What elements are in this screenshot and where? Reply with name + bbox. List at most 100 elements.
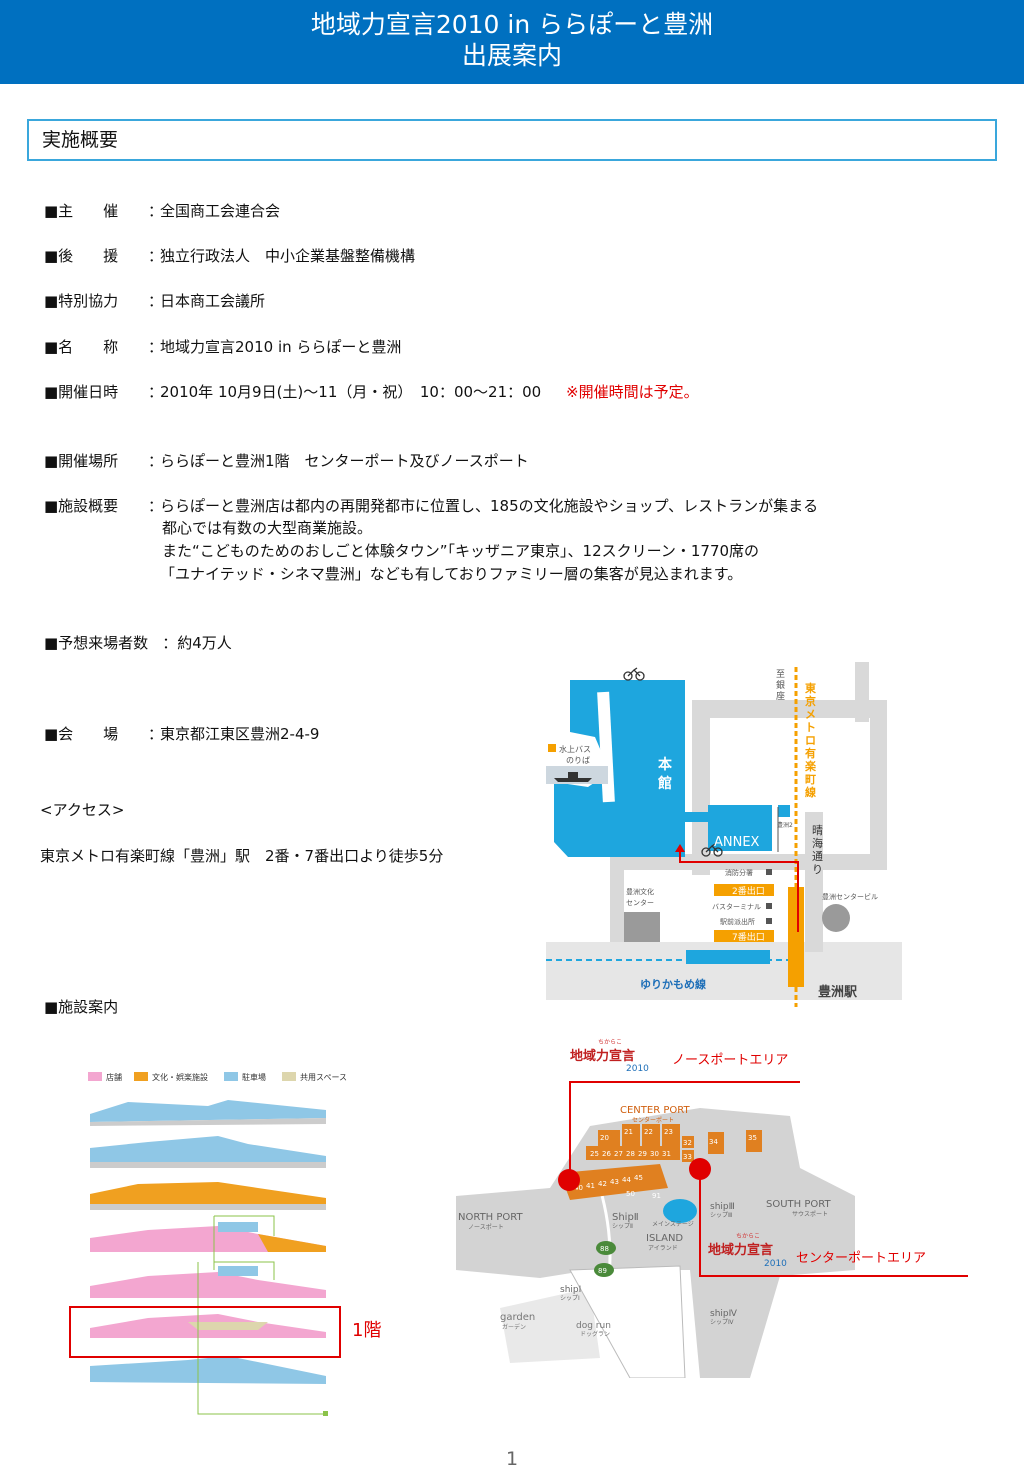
water-bus-icon: [548, 744, 556, 752]
section-title: 実施概要: [27, 119, 997, 161]
island-kana: アイランド: [648, 1245, 678, 1252]
booth-number: 50: [626, 1190, 635, 1198]
logo-year: 2010: [764, 1259, 787, 1269]
garden-area: [500, 1288, 600, 1363]
floor-layer: [90, 1266, 326, 1298]
cooperation-row: ■特別協力：日本商工会議所: [44, 290, 265, 312]
floor-stack-diagram: 店舗 文化・娯楽施設 駐車場 共用スペース: [69, 1072, 347, 1416]
logo-center: ちからこ 地域力宣言 2010: [708, 1233, 787, 1269]
ginza-char: 銀: [776, 679, 785, 691]
metro-char: ト: [805, 721, 816, 734]
police-label: 駅前派出所: [720, 917, 755, 926]
datetime-note: ※開催時間は予定。: [566, 383, 699, 401]
harumi-char: り: [812, 863, 823, 876]
south-port-kana: サウスポート: [792, 1210, 828, 1218]
bicycle-icon: [701, 843, 723, 857]
floor-layer: [90, 1356, 326, 1384]
booth-number: 41: [586, 1182, 595, 1190]
center-area-label: センターポートエリア: [796, 1251, 926, 1266]
datetime-value: 2010年 10月9日(土)～11（月・祝） 10：00～21：00: [160, 383, 542, 401]
page-number: 1: [505, 1448, 519, 1470]
logo-north: ちからこ 地域力宣言 2010: [570, 1039, 649, 1074]
page-header: 地域力宣言2010 in ららぽーと豊洲 出展案内: [0, 0, 1024, 84]
organizer-row: ■主 催：全国商工会連合会: [44, 200, 280, 222]
logo-small: ちからこ: [736, 1233, 760, 1240]
booth-number: 25: [590, 1150, 599, 1158]
booth-number: 30: [650, 1150, 659, 1158]
green-booth: [596, 1241, 616, 1255]
ship4-label: shipⅣ: [710, 1309, 738, 1319]
center-port-marker: [689, 1158, 711, 1180]
metro-char: ロ: [805, 734, 816, 747]
venue-label: ■会 場: [44, 725, 119, 743]
metro-char: 楽: [804, 759, 817, 773]
cooperation-value: 日本商工会議所: [160, 292, 266, 310]
first-floor-label: 1階: [352, 1320, 382, 1341]
place-label: ■開催場所: [44, 452, 119, 470]
access-map: 水上バス のりば 本 館 ANNEX 至 銀 座 東 京 メ ト ロ 有 楽 町…: [540, 662, 902, 1014]
yurikamome-train: [686, 950, 770, 964]
facility-line1: ららぽーと豊洲店は都内の再開発都市に位置し、185の文化施設やショップ、レストラ…: [160, 497, 819, 515]
colon: ：: [148, 247, 164, 265]
main-stage-label: メインステージ: [652, 1221, 694, 1228]
booth-number: 31: [662, 1150, 671, 1158]
floor-map: 20 21 22 23 32 34 35 25 26 27 28 29 30 3…: [456, 1039, 968, 1378]
venue-value: 東京都江東区豊洲2-4-9: [160, 725, 320, 743]
booth-number: 43: [610, 1178, 619, 1186]
center-building: [822, 904, 850, 932]
ship2-label: ShipⅡ: [612, 1212, 639, 1223]
facility-label: ■施設概要: [44, 497, 119, 515]
metro-char: メ: [805, 708, 816, 721]
water-bus-label: 水上バス: [559, 744, 591, 754]
facility-guide-heading: ■施設案内: [44, 998, 119, 1016]
harumi-char: 晴: [812, 824, 823, 837]
floor-layer: [90, 1182, 326, 1210]
north-port-label: NORTH PORT: [458, 1212, 524, 1223]
colon: ：: [148, 725, 164, 743]
booth-number: 21: [624, 1128, 633, 1136]
support-value: 独立行政法人 中小企業基盤整備機構: [160, 247, 416, 265]
metro-char: 東: [805, 681, 817, 695]
access-text: 東京メトロ有楽町線「豊洲」駅 2番・7番出口より徒歩5分: [40, 847, 444, 865]
station-label: 豊洲駅: [818, 984, 858, 1000]
north-port-kana: ノースポート: [468, 1223, 504, 1231]
culture-center-label: 豊洲文化: [626, 887, 654, 896]
logo-main: 地域力宣言: [570, 1048, 635, 1064]
page-subtitle: 出展案内: [461, 41, 562, 70]
facility-row: ■施設概要 ：ららぽーと豊洲店は都内の再開発都市に位置し、185の文化施設やショッ…: [44, 495, 818, 517]
center-port-booths: [560, 1124, 762, 1200]
center-port-kana: センターポート: [632, 1116, 674, 1124]
fire-station-label: 消防分署: [725, 868, 753, 877]
organizer-value: 全国商工会連合会: [160, 202, 281, 220]
booth-number: 29: [638, 1150, 647, 1158]
annex-building: [708, 805, 772, 851]
north-port-marker: [558, 1169, 580, 1191]
booth-number: 28: [626, 1150, 635, 1158]
booth-number: 27: [614, 1150, 623, 1158]
metro-char: 京: [805, 694, 816, 708]
exit2-label: 2番出口: [732, 885, 765, 897]
booth-number: 45: [634, 1174, 643, 1182]
booth-number: 91: [652, 1192, 661, 1200]
datetime-row: ■開催日時：2010年 10月9日(土)～11（月・祝） 10：00～21：00…: [44, 381, 699, 403]
dogrun-kana: ドッグラン: [580, 1330, 610, 1338]
logo-main: 地域力宣言: [708, 1242, 773, 1258]
legend-shop: 店舗: [106, 1072, 122, 1082]
colon: ：: [148, 202, 164, 220]
island-label: ISLAND: [646, 1233, 683, 1244]
main-stage: [663, 1199, 697, 1223]
support-row: ■後 援：独立行政法人 中小企業基盤整備機構: [44, 245, 415, 267]
booth-number: 22: [644, 1128, 653, 1136]
booth-number: 42: [598, 1180, 607, 1188]
center-building-label: 豊洲センタービル: [822, 892, 878, 901]
ship3-kana: シップⅢ: [710, 1212, 732, 1219]
booth-number: 20: [600, 1134, 609, 1142]
booth-number: 23: [664, 1128, 673, 1136]
center-callout-line: [699, 1168, 968, 1277]
facility-line2: 都心では有数の大型商業施設。: [162, 519, 373, 537]
bicycle-icon: [623, 667, 645, 681]
visitors-row: ■予想来場者数：約4万人: [44, 632, 232, 654]
booth-number: 35: [748, 1134, 757, 1142]
colon: ：: [148, 497, 164, 515]
booth-numbers: 20 21 22 23 32 34 35 25 26 27 28 29 30 3…: [574, 1128, 757, 1200]
